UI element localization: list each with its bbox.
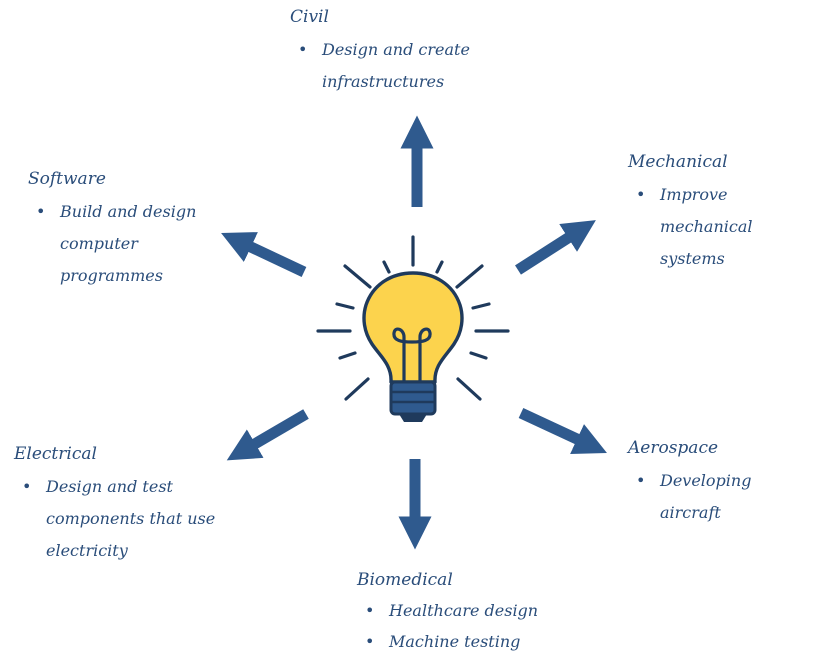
node-list-biomedical: Healthcare design Machine testing bbox=[357, 595, 587, 657]
node-aerospace: Aerospace Developing aircraft bbox=[628, 437, 817, 529]
ray bbox=[471, 302, 491, 310]
ray bbox=[469, 351, 488, 360]
ray bbox=[335, 302, 355, 310]
list-item: Build and design computer programmes bbox=[28, 196, 238, 292]
light-rays bbox=[316, 235, 510, 401]
ray bbox=[456, 377, 482, 401]
node-list-mechanical: Improve mechanical systems bbox=[628, 179, 817, 275]
arrow-to-mechanical bbox=[515, 220, 596, 275]
list-item: Design and test components that use elec… bbox=[14, 471, 244, 567]
node-biomedical: Biomedical Healthcare design Machine tes… bbox=[357, 569, 587, 657]
node-title-civil: Civil bbox=[290, 7, 329, 27]
bulb-base bbox=[389, 380, 437, 416]
node-title-biomedical: Biomedical bbox=[357, 570, 453, 590]
bulb-glass bbox=[362, 271, 464, 384]
arrow-to-electrical bbox=[226, 409, 309, 461]
bulb-filament bbox=[392, 327, 432, 384]
arrow-to-software bbox=[221, 232, 307, 277]
node-title-electrical: Electrical bbox=[14, 444, 97, 464]
list-item: Healthcare design bbox=[357, 595, 587, 626]
node-mechanical: Mechanical Improve mechanical systems bbox=[628, 151, 817, 275]
node-title-aerospace: Aerospace bbox=[628, 438, 719, 458]
lightbulb-icon bbox=[362, 271, 464, 422]
node-civil: Civil Design and create infrastructures bbox=[290, 6, 520, 98]
node-list-software: Build and design computer programmes bbox=[28, 196, 238, 292]
ray bbox=[338, 351, 357, 360]
node-title-software: Software bbox=[28, 169, 106, 189]
node-list-electrical: Design and test components that use elec… bbox=[14, 471, 244, 567]
list-item: Improve mechanical systems bbox=[628, 179, 817, 275]
list-item: Machine testing bbox=[357, 626, 587, 657]
node-electrical: Electrical Design and test components th… bbox=[14, 443, 244, 567]
arrows bbox=[221, 115, 607, 550]
list-item: Design and create infrastructures bbox=[290, 34, 520, 98]
list-item: Developing aircraft bbox=[628, 465, 817, 529]
node-list-civil: Design and create infrastructures bbox=[290, 34, 520, 98]
node-software: Software Build and design computer progr… bbox=[28, 168, 238, 292]
node-list-aerospace: Developing aircraft bbox=[628, 465, 817, 529]
bulb-tip bbox=[399, 414, 427, 422]
node-title-mechanical: Mechanical bbox=[628, 152, 728, 172]
arrow-to-aerospace bbox=[518, 408, 607, 455]
ray bbox=[343, 264, 372, 289]
ray bbox=[382, 260, 391, 274]
ray bbox=[344, 377, 370, 401]
ray bbox=[455, 264, 484, 289]
ray bbox=[435, 260, 444, 274]
